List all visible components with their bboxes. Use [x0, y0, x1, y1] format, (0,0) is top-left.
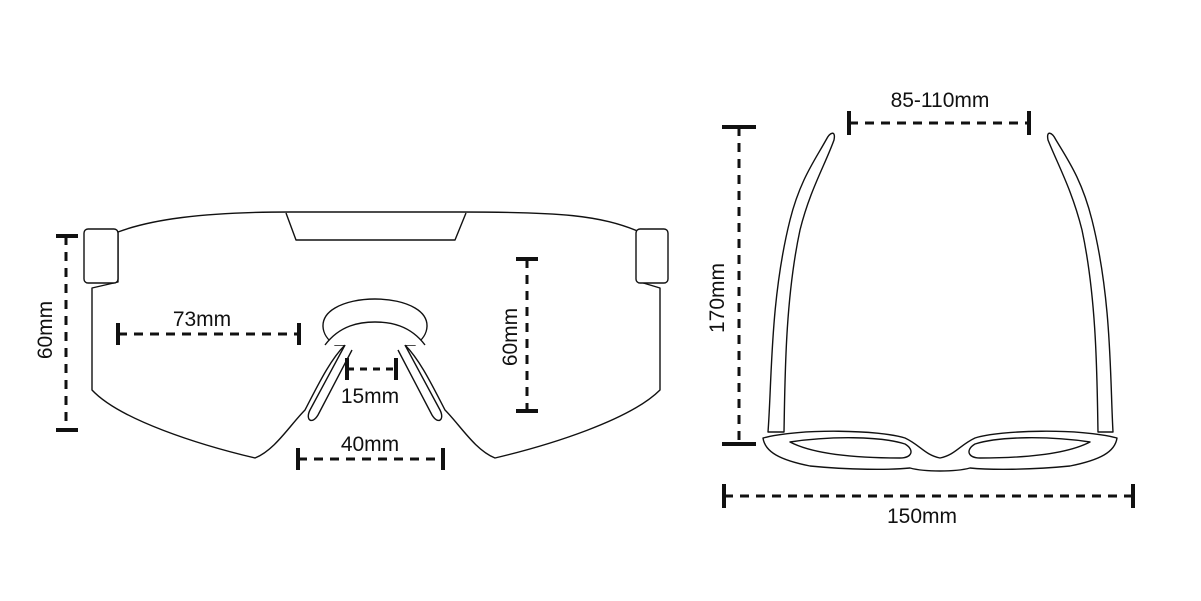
right-temple — [1046, 132, 1114, 433]
dimension-bridge-width: 40mm — [296, 433, 445, 470]
top-view-glasses — [762, 132, 1118, 472]
dimension-nose-bridge: 15mm — [341, 358, 399, 408]
nose-pad-outline — [307, 321, 443, 422]
dimension-lens-width: 73mm — [116, 308, 301, 345]
brow-bar — [285, 212, 467, 241]
temple-spacing-label: 85-110mm — [891, 89, 990, 112]
left-hinge — [83, 228, 119, 284]
left-temple — [767, 132, 836, 433]
right-hinge — [635, 228, 669, 284]
dimension-frame-width: 150mm — [722, 484, 1135, 528]
dimension-temple-spacing: 85-110mm — [847, 89, 1031, 135]
frame-width-label: 150mm — [887, 505, 957, 528]
front-view-glasses — [83, 211, 669, 459]
nose-bridge-label: 15mm — [341, 385, 399, 408]
dimension-temple-length: 170mm — [706, 125, 756, 446]
left-lens-top — [789, 437, 912, 459]
dimension-lens-height: 60mm — [499, 257, 538, 413]
lens-height-label: 60mm — [499, 308, 522, 366]
bridge-width-label: 40mm — [341, 433, 399, 456]
right-lens-top — [968, 437, 1091, 459]
lens-shield — [91, 211, 661, 459]
height-left-label: 60mm — [34, 301, 57, 359]
dimension-height-left: 60mm — [34, 234, 78, 432]
temple-length-label: 170mm — [706, 263, 729, 333]
lens-width-label: 73mm — [173, 308, 231, 331]
